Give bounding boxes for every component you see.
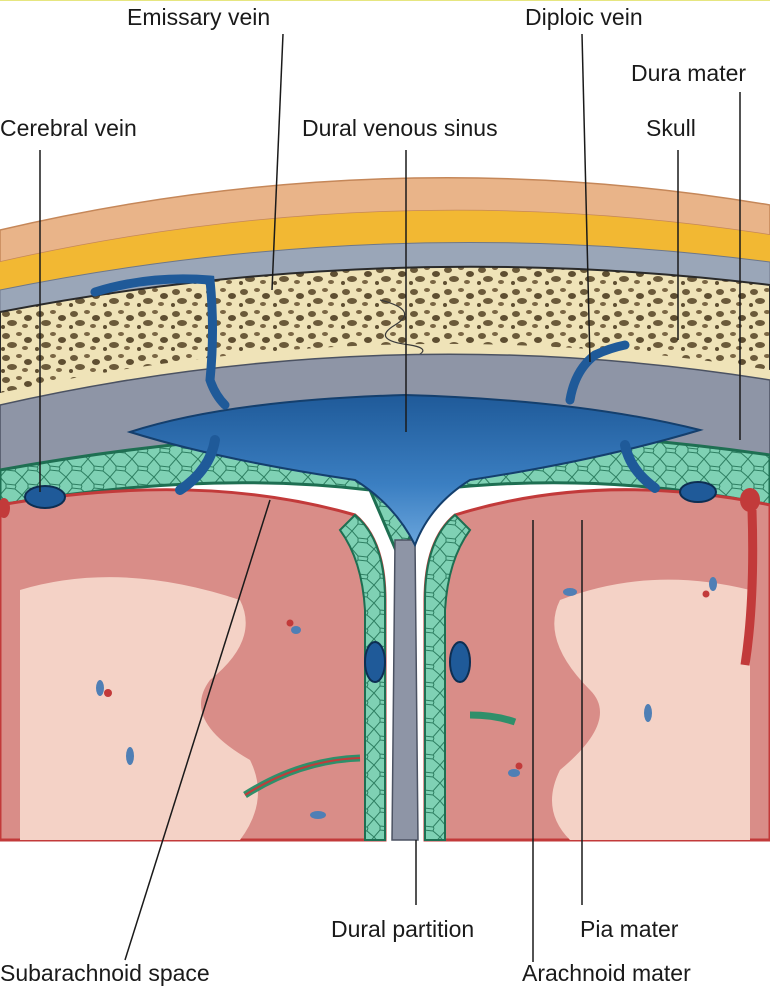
label-emissary-vein: Emissary vein — [127, 6, 270, 29]
label-diploic-vein: Diploic vein — [525, 6, 643, 29]
label-dural-venous-sinus: Dural venous sinus — [302, 117, 498, 140]
right-cerebral-vein — [680, 482, 716, 502]
label-cerebral-vein: Cerebral vein — [0, 117, 137, 140]
right-partition-vein — [450, 642, 470, 682]
label-arachnoid-mater: Arachnoid mater — [522, 962, 691, 985]
label-dura-mater: Dura mater — [631, 62, 746, 85]
dural-partition-falx — [392, 540, 418, 840]
left-partition-vein — [365, 642, 385, 682]
right-artery — [740, 488, 760, 512]
left-cerebral-vein — [25, 486, 65, 508]
label-pia-mater: Pia mater — [580, 918, 678, 941]
label-dural-partition: Dural partition — [331, 918, 474, 941]
label-subarachnoid-space: Subarachnoid space — [0, 962, 210, 985]
label-skull: Skull — [646, 117, 696, 140]
